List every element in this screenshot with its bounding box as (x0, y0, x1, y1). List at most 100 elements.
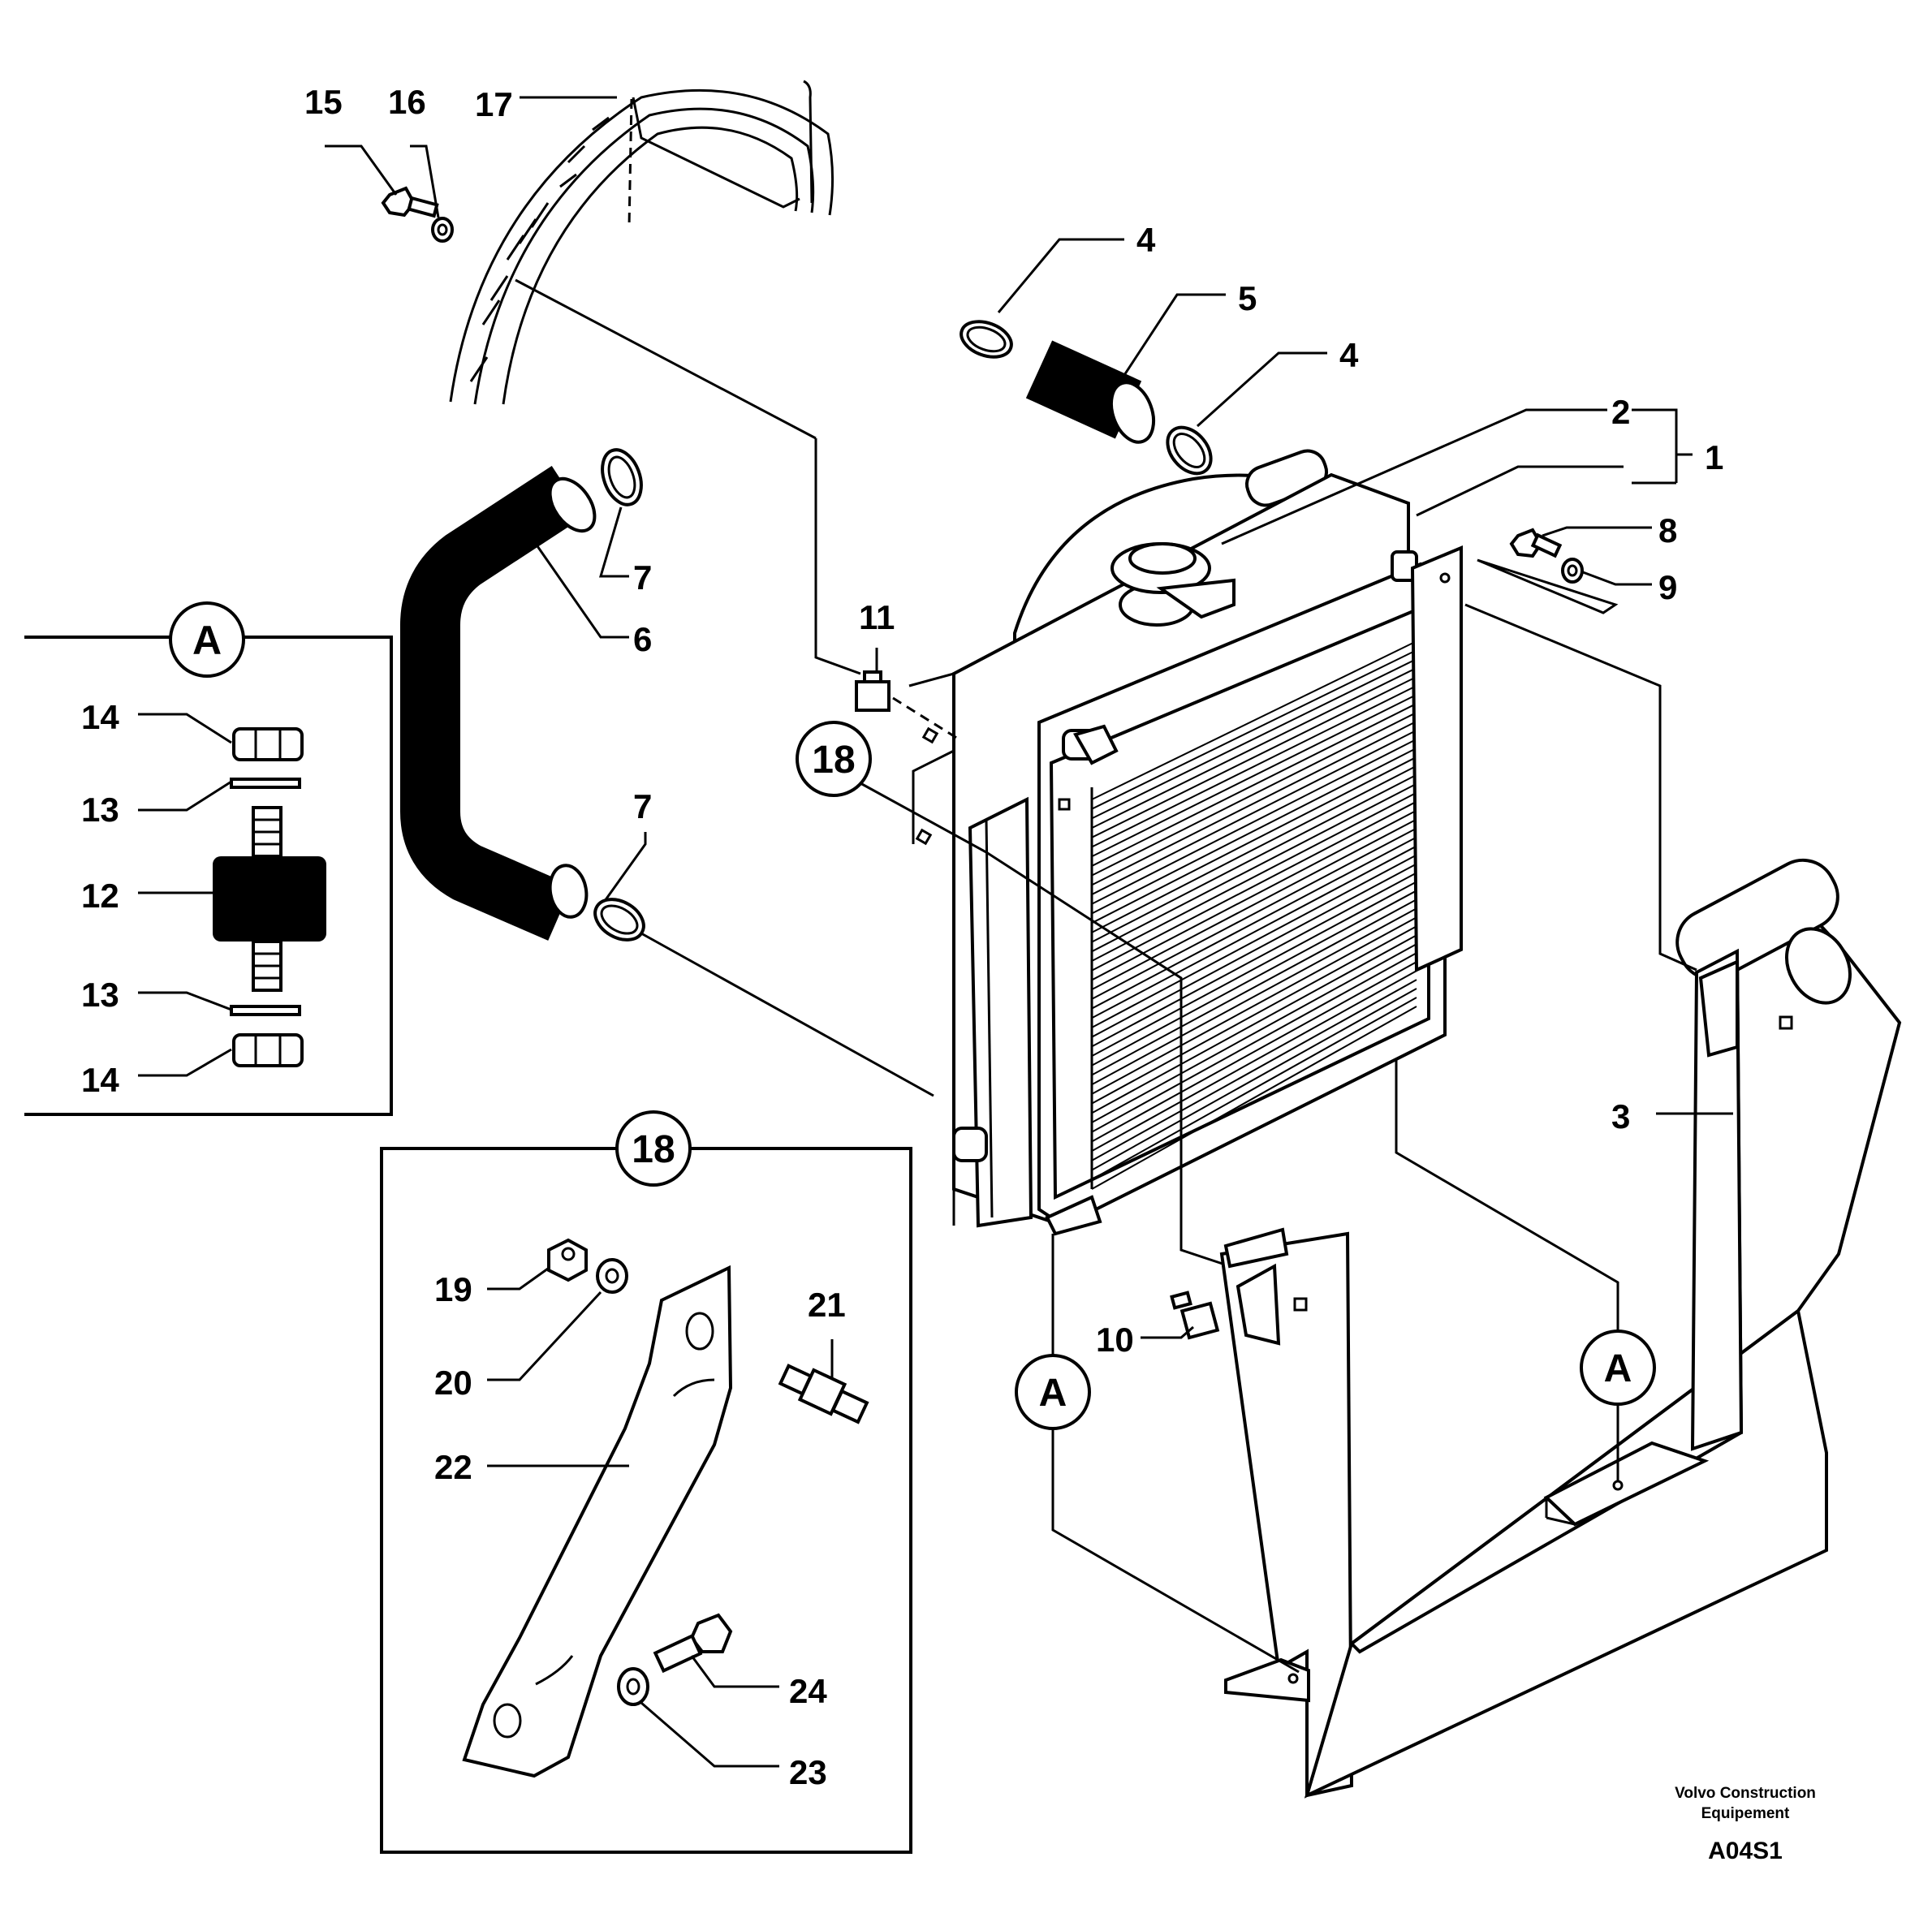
fin-line (1091, 890, 1417, 1067)
fin-line (1091, 756, 1417, 924)
brand-line-2: Equipement (1701, 1805, 1790, 1822)
callout-10: 10 (1096, 1321, 1134, 1359)
fin-line (1091, 693, 1417, 858)
straight-hose (1025, 340, 1156, 444)
fin-line (1091, 684, 1417, 848)
small-washer (596, 1258, 628, 1294)
fin-line (1091, 854, 1417, 1028)
callout-13-top: 13 (81, 791, 119, 829)
detail-18-title: 18 (632, 1128, 675, 1171)
fin-line (1091, 658, 1417, 820)
fin-line (1091, 997, 1417, 1181)
fin-line (1091, 934, 1417, 1114)
drawing-code: A04S1 (1708, 1838, 1783, 1864)
callout-19: 19 (434, 1270, 472, 1308)
callout-3: 3 (1611, 1097, 1630, 1135)
fin-line (1091, 720, 1417, 886)
callout-7-lower: 7 (633, 787, 652, 825)
fin-line (1091, 970, 1417, 1153)
fin-line (1091, 738, 1417, 905)
callout-20: 20 (434, 1364, 472, 1402)
fan-shroud (449, 80, 861, 675)
marker-a-right: A (1604, 1347, 1632, 1390)
fin-line (1091, 872, 1417, 1048)
rubber-mount (213, 806, 326, 992)
fin-line (1091, 774, 1417, 943)
fin-line (1091, 640, 1417, 800)
hose-clamp-upper (601, 448, 643, 506)
fin-line (1091, 809, 1417, 981)
fin-line (1091, 1006, 1417, 1190)
callout-9: 9 (1658, 568, 1677, 606)
fin-line (1091, 863, 1417, 1038)
detail-a-box: A (24, 601, 393, 1116)
hose-clamp-4-lower (1166, 425, 1213, 476)
callout-13-bottom: 13 (81, 976, 119, 1014)
fin-line (1091, 952, 1417, 1133)
fin-line (1091, 711, 1417, 877)
callout-14-bottom: 14 (81, 1061, 119, 1099)
fan-guard-washer (431, 217, 454, 243)
callout-6: 6 (633, 620, 652, 658)
callout-17: 17 (475, 85, 513, 123)
fin-line (1091, 916, 1417, 1095)
hex-nut-top (232, 727, 304, 761)
hose-clamp-lower (593, 898, 645, 942)
fin-line (1091, 925, 1417, 1105)
fin-line (1091, 765, 1417, 933)
brand-line-1: Volvo Construction (1675, 1785, 1816, 1802)
fin-line (1091, 782, 1417, 953)
bracket-washer (1561, 558, 1584, 584)
fin-line (1091, 649, 1417, 810)
fin-line (1091, 667, 1417, 830)
clip-nut-11 (855, 670, 891, 712)
fin-line (1091, 881, 1417, 1057)
callout-8: 8 (1658, 511, 1677, 549)
radiator-support-frame (1219, 858, 1902, 1799)
callout-4-upper: 4 (1136, 221, 1156, 259)
hose-clamp-4-upper (960, 320, 1013, 359)
radiator-core-fins: /* drawn below by script */ (1090, 640, 1417, 1190)
marker-a-left: A (1039, 1372, 1067, 1415)
fin-line (1091, 729, 1417, 895)
callout-14-top: 14 (81, 698, 119, 736)
callout-7-upper: 7 (633, 558, 652, 597)
callout-11: 11 (859, 598, 895, 636)
callout-23: 23 (789, 1753, 827, 1791)
detail-a-title: A (192, 618, 222, 663)
fin-line (1091, 676, 1417, 838)
fin-line (1091, 791, 1417, 962)
fin-line (1091, 747, 1417, 915)
washer-bottom (230, 1005, 301, 1016)
radiator-side-plate (1410, 545, 1463, 973)
hex-bolt (653, 1613, 733, 1674)
callout-1: 1 (1705, 438, 1723, 476)
small-nut (547, 1238, 588, 1282)
fin-line (1091, 898, 1417, 1076)
fin-line (1091, 988, 1417, 1171)
callout-5: 5 (1238, 279, 1257, 317)
stay-bracket (462, 1265, 733, 1778)
fin-line (1091, 800, 1417, 972)
callout-16: 16 (388, 83, 426, 121)
fin-line (1091, 961, 1417, 1143)
callout-24: 24 (789, 1672, 827, 1710)
callout-21: 21 (808, 1286, 846, 1324)
callout-12: 12 (81, 877, 119, 915)
fin-line (1091, 943, 1417, 1123)
fin-line (1091, 702, 1417, 867)
washer-top (230, 778, 301, 789)
hex-nut-bottom (232, 1033, 304, 1067)
fin-line (1091, 818, 1417, 991)
callout-22: 22 (434, 1448, 472, 1486)
bolt-washer (617, 1667, 649, 1706)
callout-2: 2 (1611, 393, 1630, 431)
detail-18-box: 18 (380, 1110, 912, 1854)
marker-18: 18 (812, 739, 855, 782)
radiator-hose-bent (400, 466, 597, 941)
callout-4-lower: 4 (1339, 336, 1359, 374)
callout-15: 15 (304, 83, 343, 121)
fan-guard-bolt (381, 186, 439, 218)
fin-line (1091, 845, 1417, 1019)
bracket-bolt (1509, 528, 1563, 558)
